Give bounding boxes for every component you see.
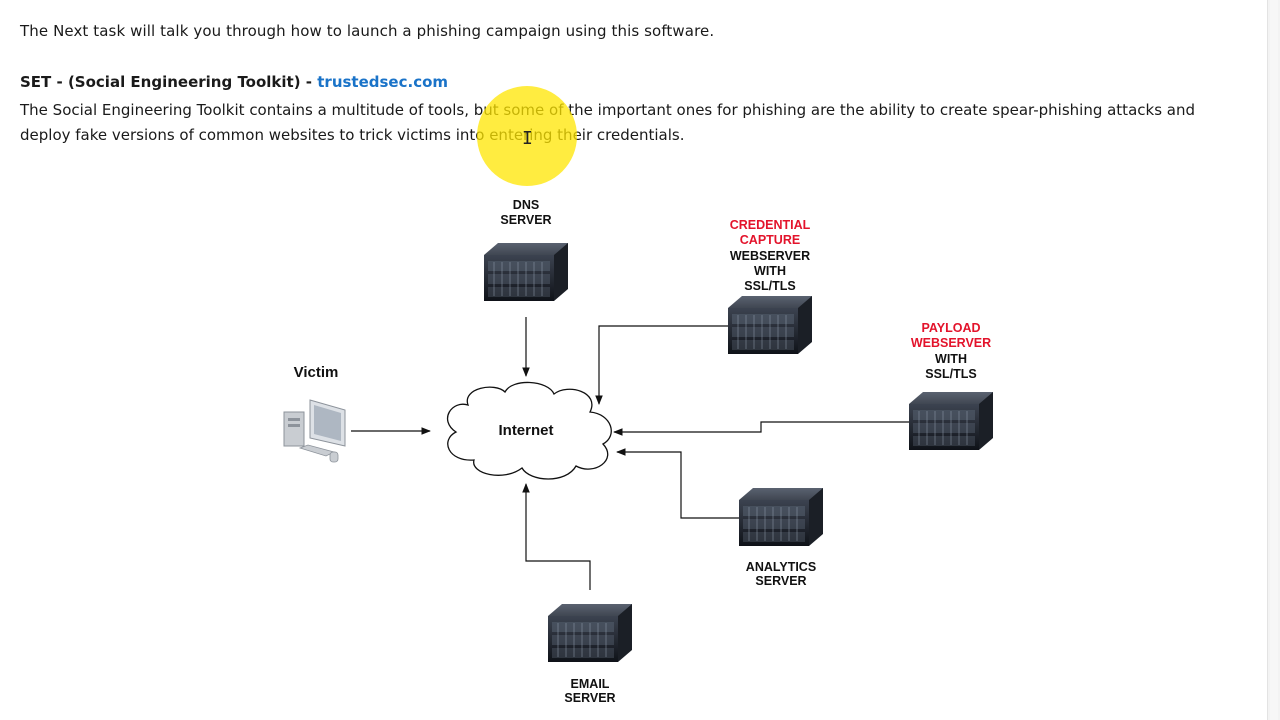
credential-label-line2: CAPTURE xyxy=(740,233,800,247)
credential-label-line5: SSL/TLS xyxy=(744,279,795,293)
page-scrollbar[interactable] xyxy=(1267,0,1280,720)
trustedsec-link[interactable]: trustedsec.com xyxy=(317,73,449,91)
payload-server-icon xyxy=(908,391,994,451)
analytics-to-internet-arrow xyxy=(616,448,740,519)
analytics-label-line2: SERVER xyxy=(755,574,806,588)
email-label-line2: SERVER xyxy=(564,691,615,705)
victim-label: Victim xyxy=(294,364,339,381)
internet-label: Internet xyxy=(498,422,553,439)
payload-to-internet-arrow xyxy=(613,421,910,436)
analytics-label-line1: ANALYTICS xyxy=(746,560,816,574)
credential-label-line4: WITH xyxy=(754,264,786,278)
email-label-line1: EMAIL xyxy=(571,677,610,691)
dns-server-icon xyxy=(483,242,569,302)
victim-computer-icon xyxy=(283,399,346,463)
credential-label-line3: WEBSERVER xyxy=(730,249,810,263)
intro-paragraph: The Next task will talk you through how … xyxy=(20,22,715,40)
email-to-internet-arrow xyxy=(522,483,591,590)
credential-label-line1: CREDENTIAL xyxy=(730,218,811,232)
payload-label-line2: WEBSERVER xyxy=(911,336,991,350)
text-cursor-icon: I xyxy=(522,128,533,149)
dns-label-line1: DNS xyxy=(513,198,539,212)
analytics-server-icon xyxy=(738,487,824,547)
payload-label-line3: WITH xyxy=(935,352,967,366)
email-server-icon xyxy=(547,603,633,663)
dns-label-line2: SERVER xyxy=(500,213,551,227)
credential-to-internet-arrow xyxy=(595,325,730,405)
set-heading: SET - (Social Engineering Toolkit) - tru… xyxy=(20,73,448,91)
scrollbar-thumb[interactable] xyxy=(1270,0,1278,720)
payload-label-line1: PAYLOAD xyxy=(921,321,980,335)
set-heading-title: SET - (Social Engineering Toolkit) - xyxy=(20,73,318,91)
credential-server-icon xyxy=(727,295,813,355)
payload-label-line4: SSL/TLS xyxy=(925,367,976,381)
internet-cloud-icon xyxy=(447,381,612,480)
